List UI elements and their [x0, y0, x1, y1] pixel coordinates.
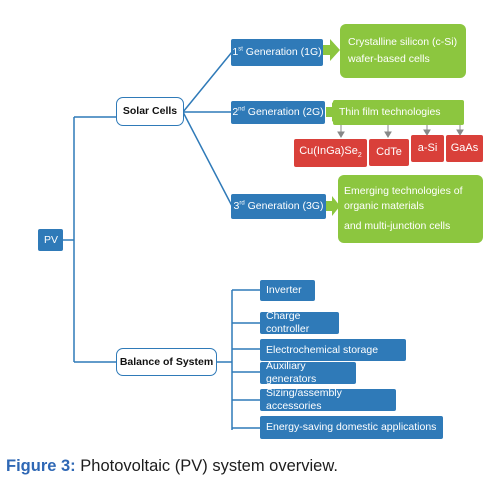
gen-2-desc: Thin film technologies	[339, 106, 441, 119]
bos-item-energy-saving: Energy-saving domestic applications	[260, 416, 443, 439]
node-bos-label: Balance of System	[119, 355, 214, 368]
node-gen-3-desc: Emerging technologies of organic materia…	[338, 175, 483, 243]
bos-item-label: Sizing/assembly accessories	[266, 387, 342, 412]
gen-1-label: 1st Generation (1G)	[232, 46, 322, 59]
bos-item-label: Energy-saving domestic applications	[266, 421, 437, 434]
node-gen-3: 3rd Generation (3G)	[231, 194, 326, 219]
bos-item-sizing-assembly: Sizing/assembly accessories	[260, 387, 396, 412]
material-asi: a-Si	[411, 135, 444, 162]
gen-3-desc-line1: Emerging technologies of	[344, 185, 463, 198]
bos-item-inverter: Inverter	[260, 280, 315, 301]
material-gaas-label: GaAs	[450, 141, 479, 154]
material-cigs-label: Cu(InGa)Se2	[299, 145, 362, 160]
thin-film-arrows	[337, 124, 464, 138]
node-pv-label: PV	[44, 233, 59, 246]
bos-item-label: Inverter	[266, 284, 302, 297]
node-balance-of-system: Balance of System	[116, 348, 217, 376]
gen-3-desc-line3: and multi-junction cells	[344, 220, 451, 233]
bos-item-label: Charge controller	[266, 310, 310, 335]
material-cdte: CdTe	[369, 139, 409, 166]
bos-item-label: Electrochemical storage	[266, 343, 379, 356]
arrow-3g	[326, 196, 340, 216]
figure-caption: Figure 3: Photovoltaic (PV) system overv…	[6, 457, 338, 476]
gen-1-desc-line1: Crystalline silicon (c-Si)	[348, 36, 458, 49]
bos-item-auxiliary-generators: Auxiliary generators	[260, 360, 356, 385]
gen-3-desc-line2: organic materials	[344, 199, 424, 212]
gen-3-label: 3rd Generation (3G)	[233, 200, 324, 213]
arrow-1g	[322, 39, 340, 61]
caption-label: Figure 3:	[6, 457, 76, 475]
node-gen-2: 2nd Generation (2G)	[231, 101, 325, 124]
gen-1-desc-line2: wafer-based cells	[348, 53, 430, 65]
node-pv: PV	[38, 229, 63, 251]
gen-2-label: 2nd Generation (2G)	[232, 106, 324, 119]
node-solar-cells-label: Solar Cells	[122, 105, 178, 118]
caption-text: Photovoltaic (PV) system overview.	[75, 457, 338, 475]
material-gaas: GaAs	[446, 135, 483, 162]
node-solar-cells: Solar Cells	[116, 97, 184, 126]
material-cigs: Cu(InGa)Se2	[294, 139, 367, 167]
material-cdte-label: CdTe	[376, 145, 402, 158]
bos-item-charge-controller: Charge controller	[260, 310, 339, 335]
node-gen-1-desc: Crystalline silicon (c-Si) wafer-based c…	[340, 24, 466, 78]
node-gen-2-desc: Thin film technologies	[333, 100, 464, 125]
material-asi-label: a-Si	[417, 141, 438, 154]
node-gen-1: 1st Generation (1G)	[231, 39, 323, 66]
bos-item-label: Auxiliary generators	[266, 360, 317, 385]
bos-item-electrochemical-storage: Electrochemical storage	[260, 339, 406, 361]
